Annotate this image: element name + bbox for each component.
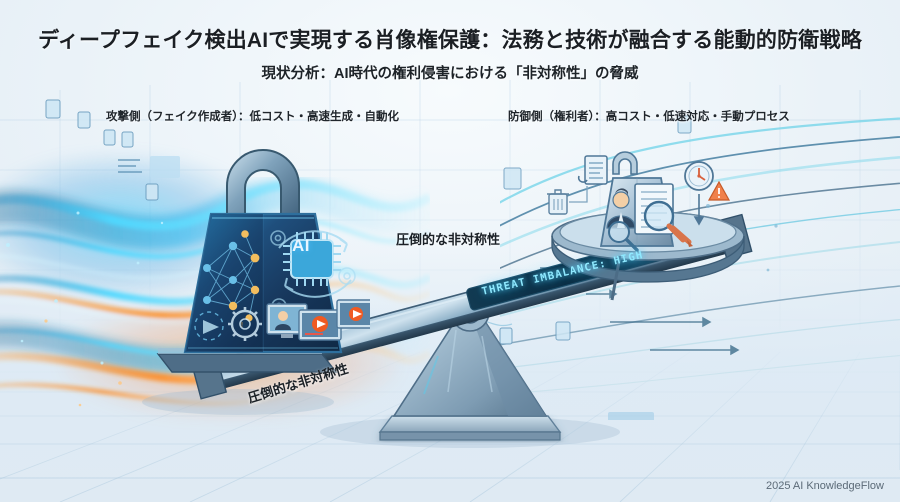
warning-triangle-icon	[707, 180, 731, 201]
svg-text:!: !	[241, 322, 243, 329]
play-button-icon	[194, 311, 224, 341]
clock-icon	[684, 161, 714, 191]
ai-chip-label: AI	[292, 236, 310, 255]
defender-side-label: 防御側（権利者）：高コスト・低速対応・手動プロセス	[508, 111, 790, 123]
gear-icon: !	[228, 307, 262, 341]
neural-network-icon	[203, 230, 260, 322]
asymmetry-annotation-center: 圧倒的な非対称性	[396, 232, 501, 247]
attacker-side-label: 攻撃側（フェイク作成者）：低コスト・高速生成・自動化	[106, 111, 400, 123]
attacker-weight-block: !	[155, 128, 376, 358]
cycle-arrows-icon	[278, 230, 352, 298]
defender-weight-group	[543, 150, 753, 265]
footer-credit: 2025 AI KnowledgeFlow	[765, 480, 884, 492]
document-icon	[577, 155, 608, 185]
ai-chip-icon	[283, 232, 341, 286]
magnifier-icon	[608, 221, 639, 252]
page-subtitle: 現状分析：AI時代の権利侵害における「非対称性」の脅威	[261, 66, 639, 82]
pen-icon	[670, 225, 693, 247]
padlock-handle-icon	[226, 149, 300, 225]
video-monitor-icon	[266, 299, 376, 341]
trash-icon	[547, 189, 569, 215]
page-title: ディープフェイク検出AIで実現する肖像権保護：法務と技術が融合する能動的防衛戦略	[38, 29, 862, 52]
arrow-icon	[693, 194, 705, 226]
